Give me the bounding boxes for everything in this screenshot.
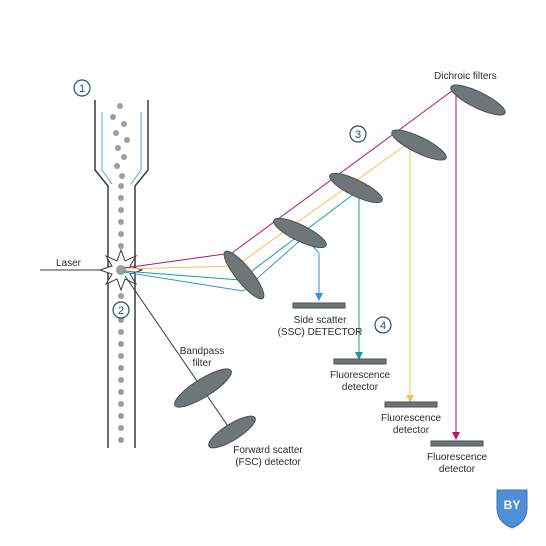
fluorescence-3-label-line2: detector: [439, 464, 476, 475]
flow-cell: [94, 100, 149, 448]
emission-fan: [123, 252, 244, 292]
dichroic-filter-2: [273, 217, 327, 249]
bandpass-filter: [174, 368, 232, 408]
ssc-label-line1: Side scatter: [294, 315, 347, 326]
dichroic-filters-label: Dichroic filters: [434, 71, 497, 82]
interrogated-cell: [116, 265, 126, 275]
step-marker-4: 4: [374, 316, 392, 334]
fsc-detector: [208, 415, 256, 449]
step-marker-1: 1: [73, 79, 91, 97]
svg-text:4: 4: [380, 320, 386, 332]
by-logo: BY: [496, 489, 528, 529]
beam-magenta: [231, 87, 460, 440]
svg-text:1: 1: [79, 83, 85, 95]
ssc-label-line2: (SSC) DETECTOR: [278, 327, 363, 338]
dichroic-filter-5: [450, 84, 506, 116]
dichroic-filter-4: [391, 129, 447, 161]
svg-text:3: 3: [355, 129, 361, 141]
fluorescence-detector-1-plate: [333, 358, 387, 365]
dichroic-filters: [223, 84, 506, 300]
fluorescence-3-label-line1: Fluorescence: [427, 452, 487, 463]
cells: [110, 103, 130, 443]
fluorescence-detector-3-plate: [430, 440, 484, 447]
dichroic-filter-1: [223, 250, 265, 300]
detector-plates: [292, 302, 484, 447]
ssc-detector-plate: [292, 302, 346, 309]
bandpass-label-line2: filter: [193, 358, 213, 369]
laser-label: Laser: [56, 258, 82, 269]
bandpass-label-line1: Bandpass: [180, 346, 224, 357]
fluorescence-detector-2-plate: [384, 401, 438, 408]
beam-yellow: [235, 141, 414, 403]
dichroic-filter-3: [329, 172, 383, 204]
step-marker-2: 2: [112, 301, 130, 319]
fluorescence-1-label-line1: Fluorescence: [330, 370, 390, 381]
step-marker-3: 3: [349, 125, 367, 143]
forward-scatter-path: [124, 275, 233, 433]
fsc-label-line2: (FSC) detector: [235, 457, 301, 468]
fluorescence-2-label-line2: detector: [393, 425, 430, 436]
svg-text:BY: BY: [504, 498, 521, 512]
fluorescence-2-label-line1: Fluorescence: [381, 413, 441, 424]
fsc-label-line1: Forward scatter: [233, 445, 303, 456]
svg-text:2: 2: [118, 305, 124, 317]
fluorescence-1-label-line2: detector: [342, 382, 379, 393]
